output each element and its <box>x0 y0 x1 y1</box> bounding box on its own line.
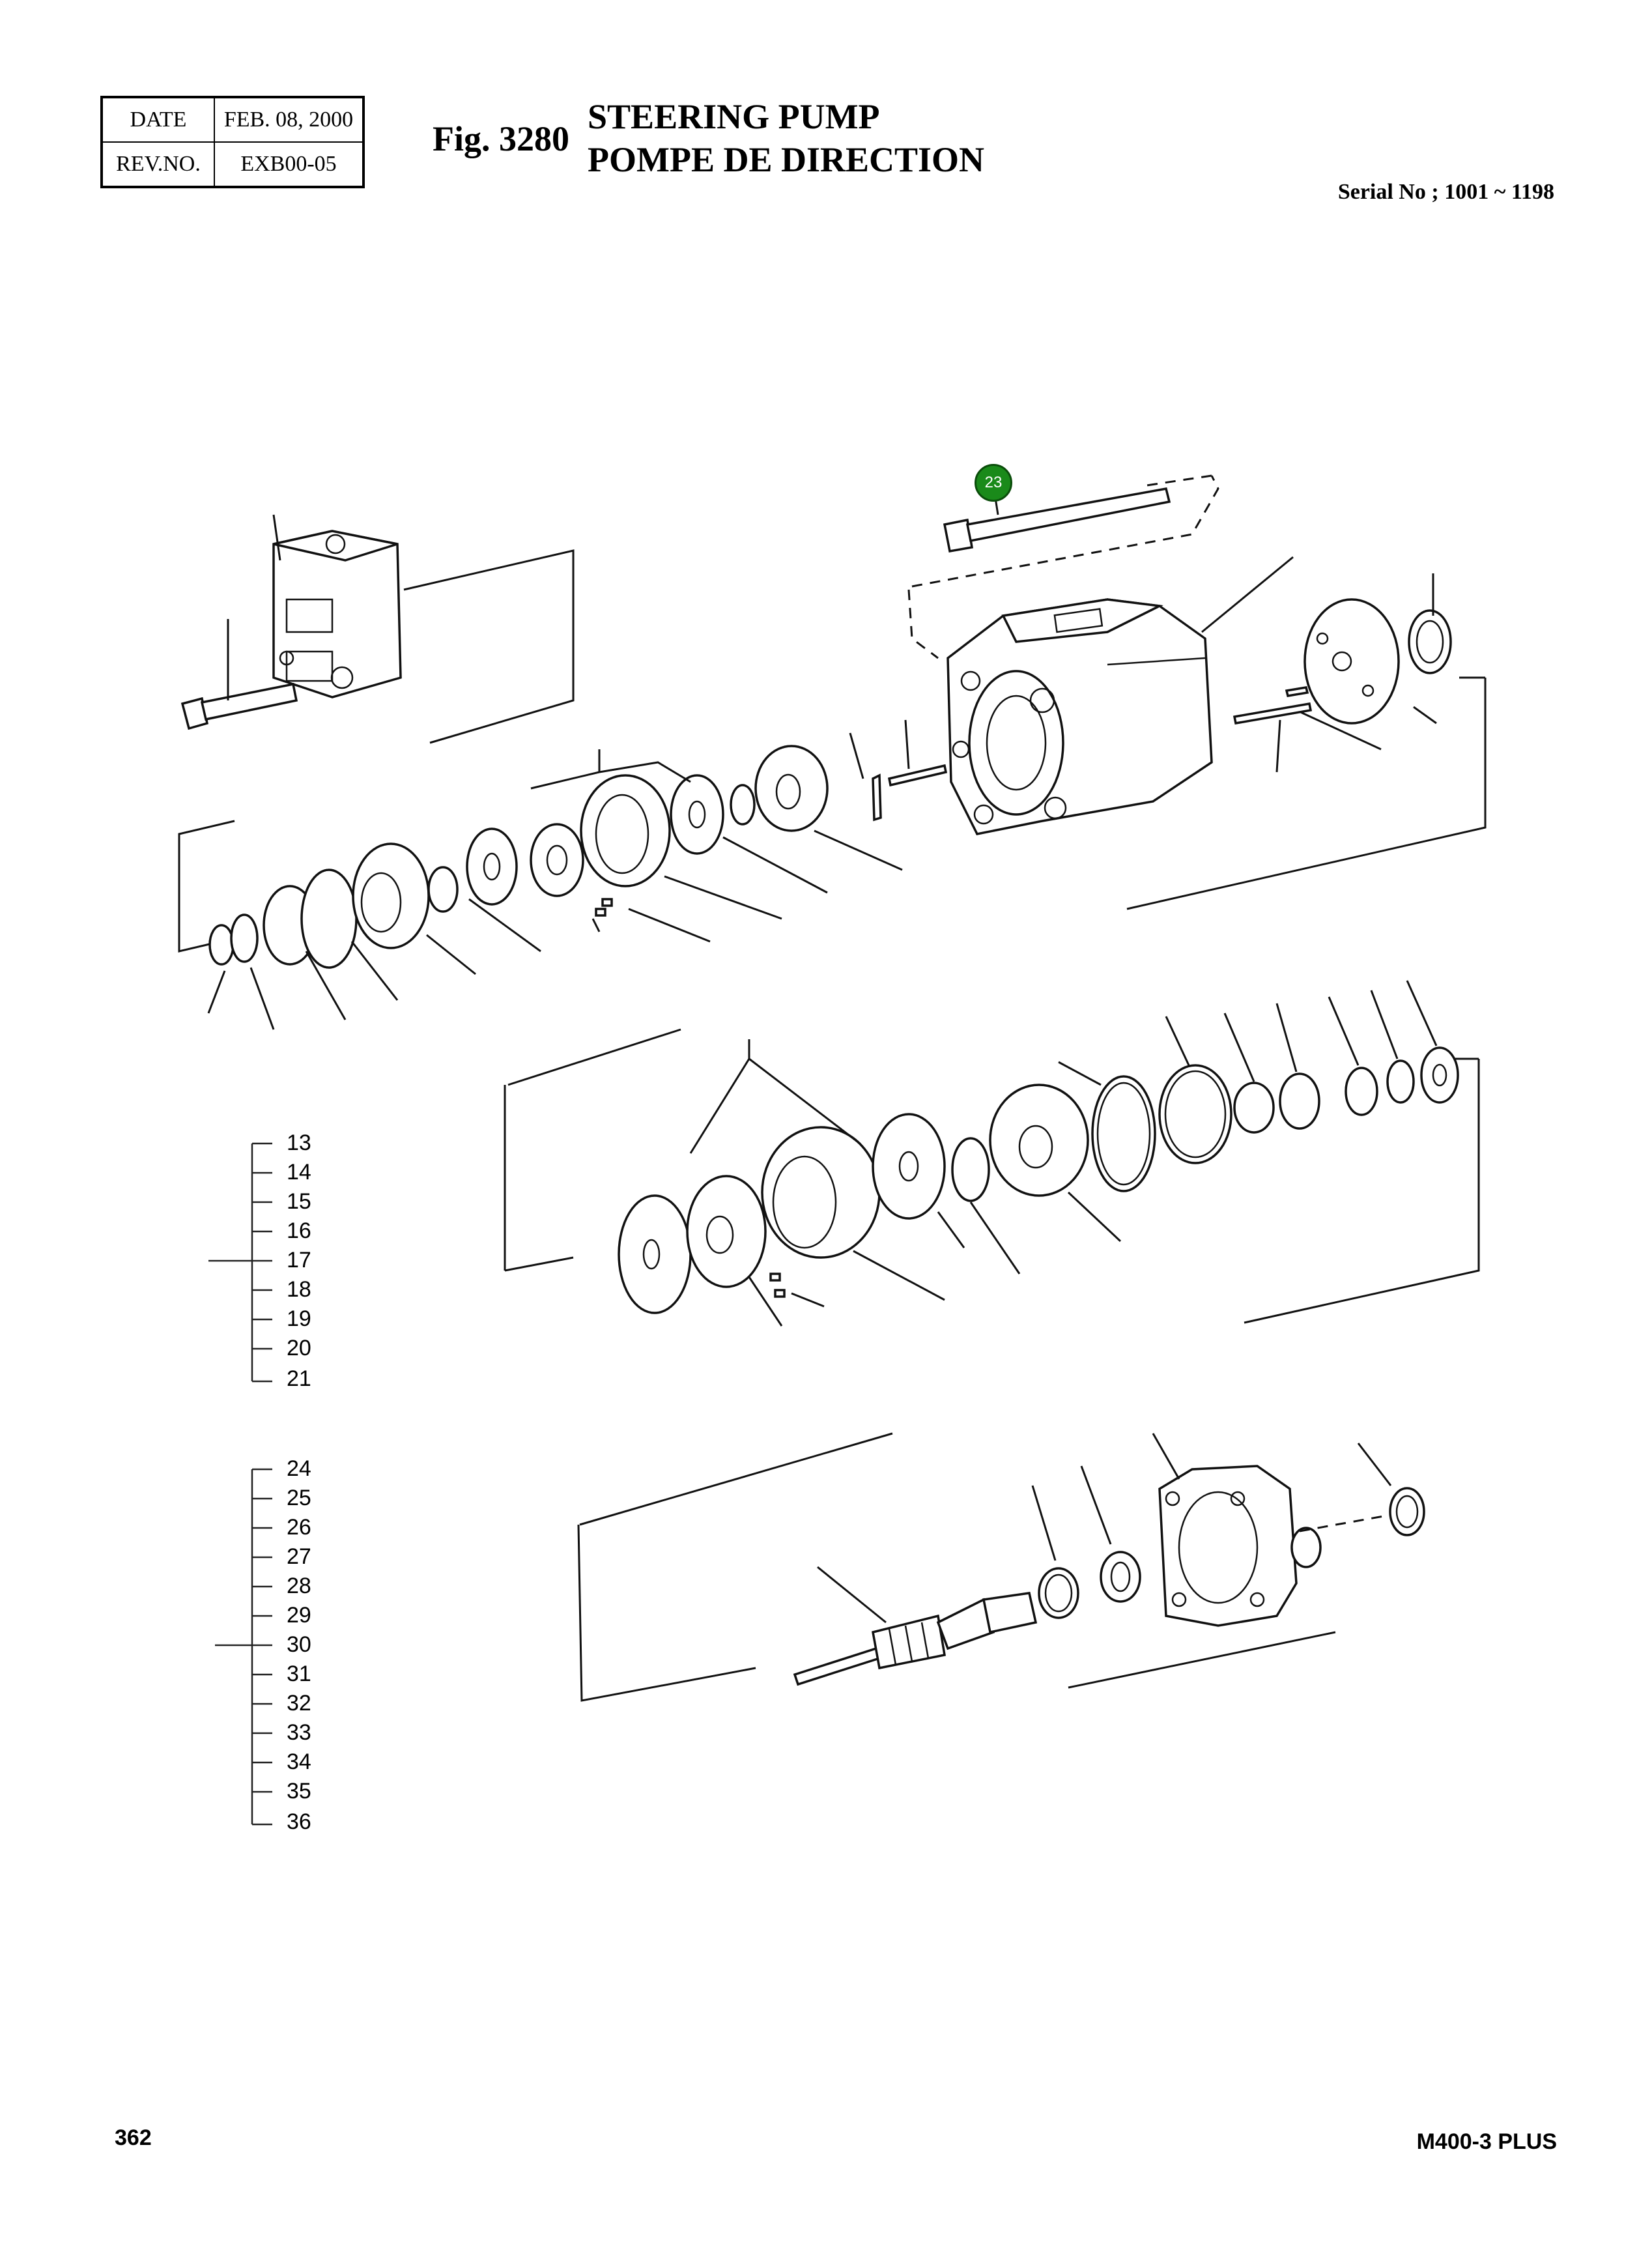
reference-number: 35 <box>287 1779 311 1804</box>
reference-number: 16 <box>287 1218 311 1243</box>
reference-number: 34 <box>287 1749 311 1774</box>
reference-number: 25 <box>287 1486 311 1510</box>
serial-number-range: Serial No ; 1001 ~ 1198 <box>1337 180 1554 204</box>
model-name: M400-3 PLUS <box>1416 2129 1557 2154</box>
reference-number: 36 <box>287 1809 311 1834</box>
figure-number: Fig. 3280 <box>433 119 569 158</box>
revision-row: REV.NO. EXB00-05 <box>101 141 364 188</box>
reference-number: 15 <box>287 1189 311 1214</box>
revision-table: DATE FEB. 08, 2000 REV.NO. EXB00-05 <box>100 96 365 188</box>
reference-number: 26 <box>287 1515 311 1540</box>
title-french: POMPE DE DIRECTION <box>588 140 985 179</box>
cartridge-parts-row-1 <box>208 745 948 969</box>
date-value: FEB. 08, 2000 <box>214 96 364 143</box>
reference-number: 19 <box>287 1306 311 1331</box>
cover-bolt-part <box>180 682 298 730</box>
reference-number: 31 <box>287 1661 311 1686</box>
drive-shaft-part <box>793 1592 1038 1686</box>
date-label: DATE <box>101 96 215 143</box>
reference-number: 18 <box>287 1277 311 1302</box>
revision-label: REV.NO. <box>101 141 215 188</box>
revision-value: EXB00-05 <box>214 141 364 188</box>
reference-number: 20 <box>287 1336 311 1360</box>
reference-number: 24 <box>287 1456 311 1481</box>
front-housing-part <box>1158 1465 1322 1627</box>
reference-number: 14 <box>287 1160 311 1185</box>
end-cover-part <box>272 530 402 698</box>
reference-number: 13 <box>287 1130 311 1155</box>
date-row: DATE FEB. 08, 2000 <box>101 96 364 143</box>
pump-housing-part <box>947 598 1213 835</box>
reference-number: 33 <box>287 1720 311 1745</box>
long-bolt-part <box>943 487 1171 553</box>
cartridge-parts-row-2 <box>618 1046 1459 1314</box>
reference-number: 28 <box>287 1574 311 1598</box>
end-plate-part <box>1303 598 1452 725</box>
part-callout-marker[interactable]: 23 <box>975 464 1012 502</box>
title-english: STEERING PUMP <box>588 97 880 136</box>
bearing-and-seal-parts <box>1038 1487 1425 1619</box>
reference-number: 17 <box>287 1248 311 1273</box>
reference-number: 32 <box>287 1691 311 1716</box>
reference-number: 30 <box>287 1632 311 1657</box>
reference-number: 21 <box>287 1366 311 1391</box>
reference-number: 29 <box>287 1603 311 1628</box>
page-number: 362 <box>115 2125 152 2150</box>
reference-number: 27 <box>287 1544 311 1569</box>
